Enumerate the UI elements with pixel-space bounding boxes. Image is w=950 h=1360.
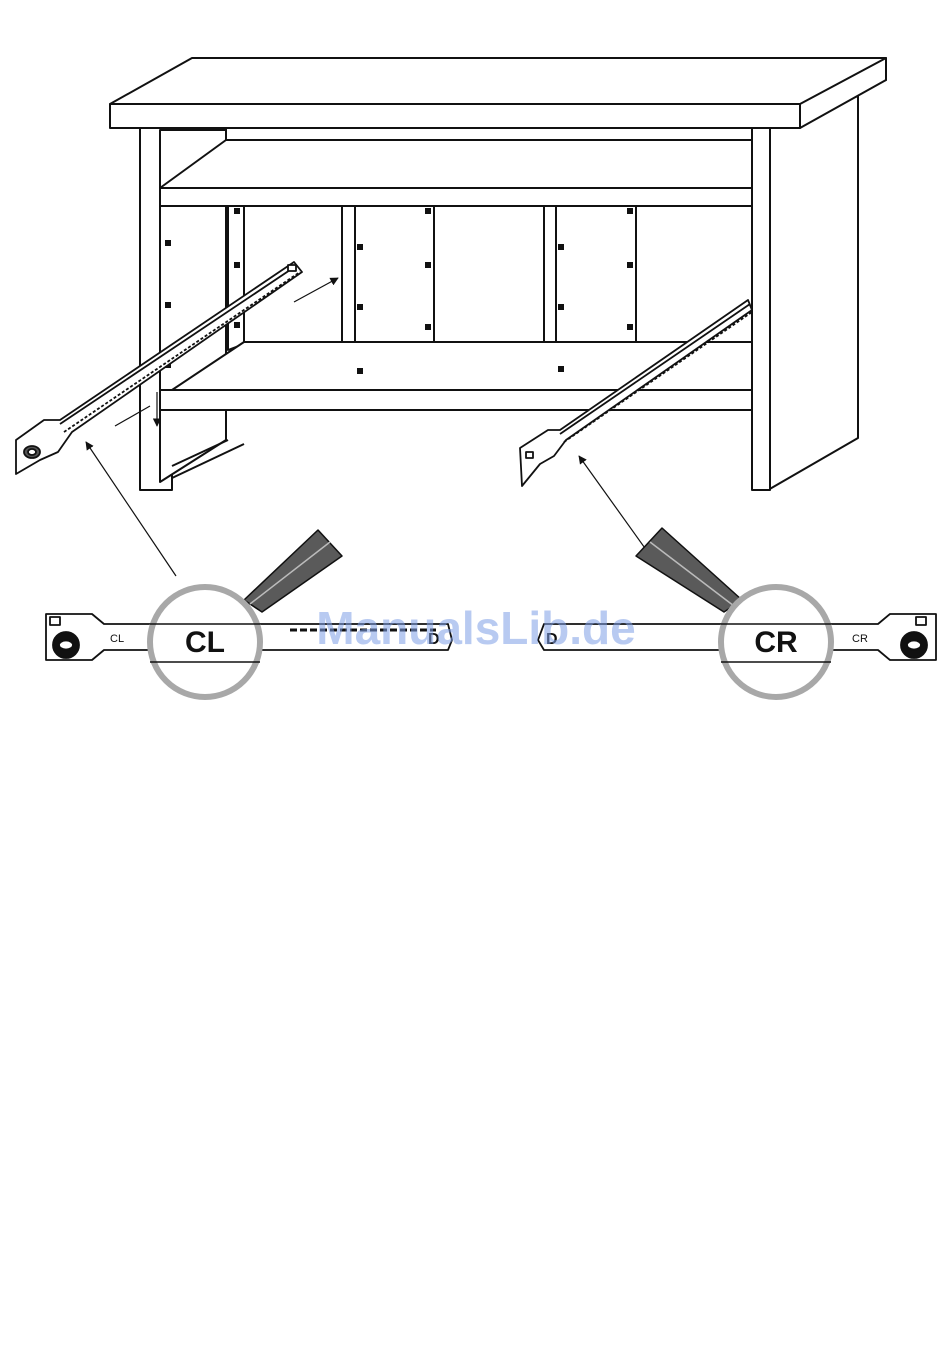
- right-side-front-edge: [752, 128, 770, 490]
- arrow-cr-to-rail: [579, 456, 652, 558]
- cr-label: CR: [754, 626, 798, 659]
- right-side-panel: [768, 96, 858, 490]
- top-board-front: [110, 104, 800, 128]
- right-rail-tag: CR: [852, 633, 868, 645]
- upper-shelf-front: [160, 188, 752, 206]
- top-board: [110, 58, 886, 106]
- watermark: ManualsLib.de: [316, 602, 635, 654]
- cabinet: [110, 58, 886, 490]
- magnifier-pointers: [244, 528, 742, 612]
- upper-shelf: [160, 140, 752, 188]
- left-rail-tag: CL: [110, 633, 124, 645]
- cl-label: CL: [185, 626, 225, 659]
- bottom-shelf-front: [160, 390, 752, 410]
- inner-left-upright: [228, 206, 244, 350]
